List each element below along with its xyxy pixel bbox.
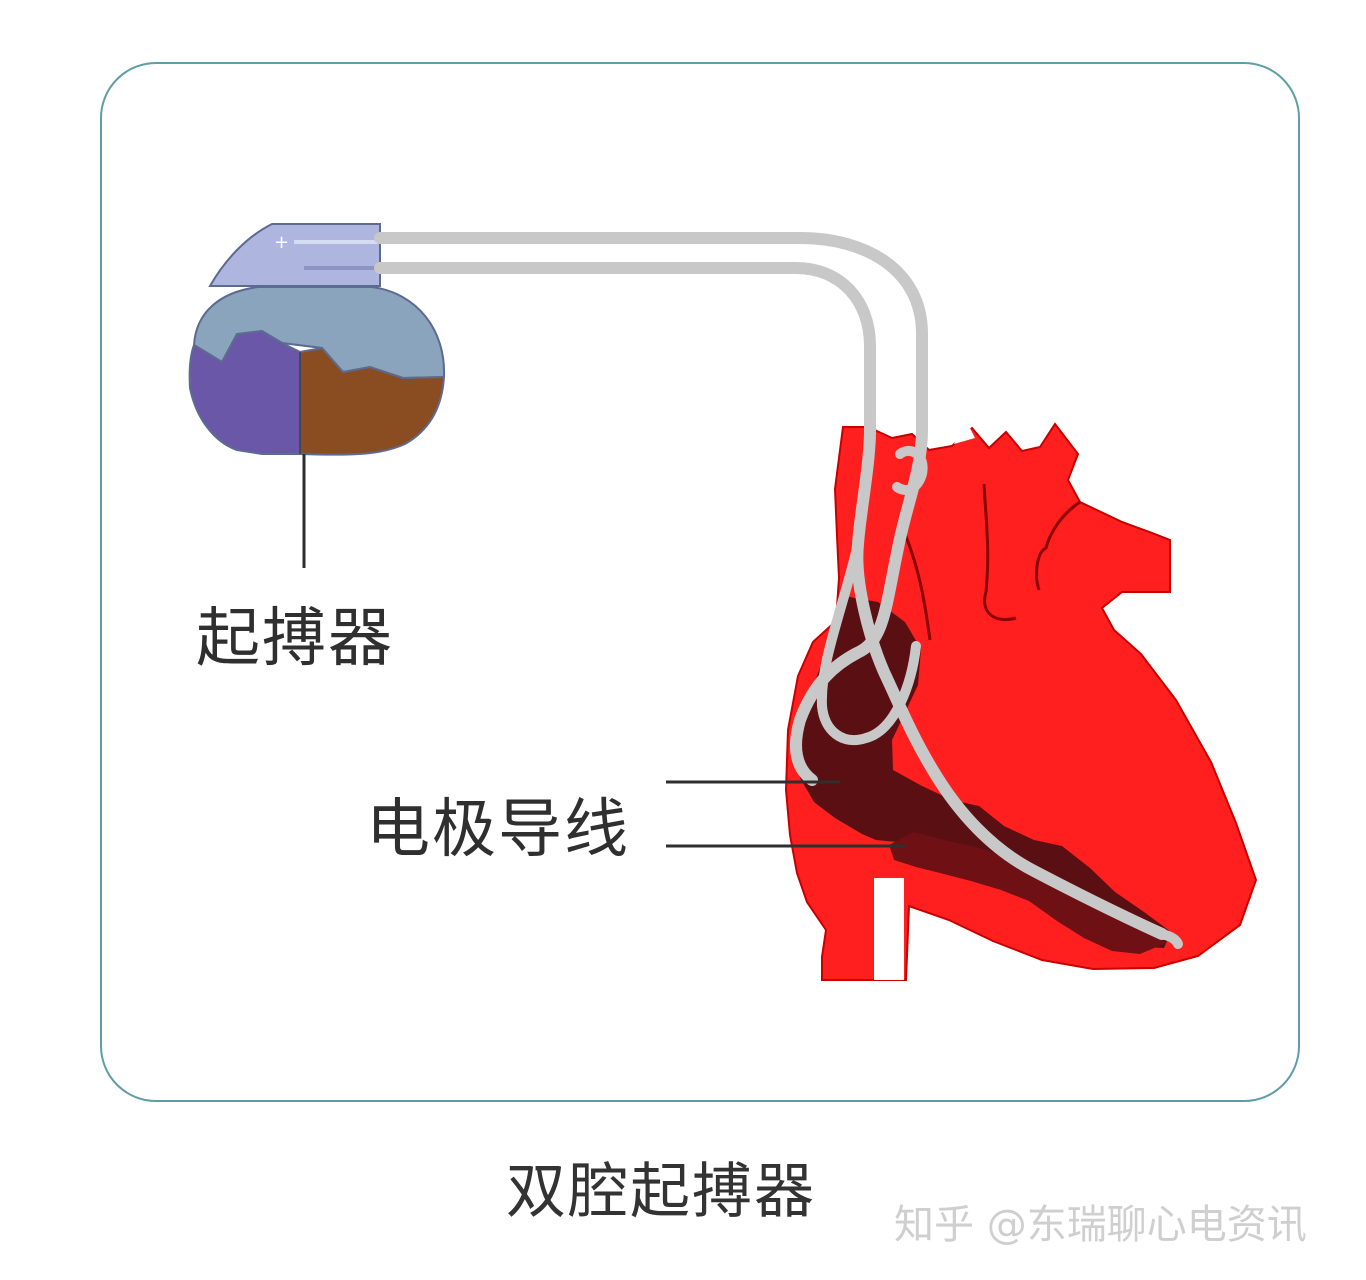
lead-label: 电极导线 [366, 793, 630, 867]
lead-wire-ventricular-tip [1157, 929, 1183, 949]
right-ventricle-chamber [889, 832, 1166, 954]
heart [784, 420, 1258, 981]
lead-wire-upper [374, 232, 928, 786]
lead-wires [374, 232, 1183, 949]
lead-wire-loop [816, 539, 921, 745]
diagram-caption: 双腔起搏器 [506, 1157, 816, 1227]
watermark: 知乎 @东瑞聊心电资讯 [894, 1202, 1307, 1248]
pacemaker-label: 起搏器 [196, 602, 394, 676]
vessel-gap-left [874, 878, 904, 980]
aorta-line [982, 483, 1017, 621]
pacemaker-header [208, 223, 381, 287]
septum-line [903, 533, 932, 641]
header-symbol: + [274, 232, 289, 253]
pacemaker-body-right [299, 346, 446, 456]
heart-gap-top-2 [1016, 426, 1030, 441]
heart-gap-top-1 [954, 420, 975, 444]
lead-wire-lower [374, 262, 1168, 940]
lead-wire-atrial-tip [892, 445, 928, 495]
pacemaker-device: + [188, 223, 446, 568]
label-pointers [666, 780, 906, 848]
pulmonary-line [1035, 500, 1081, 591]
